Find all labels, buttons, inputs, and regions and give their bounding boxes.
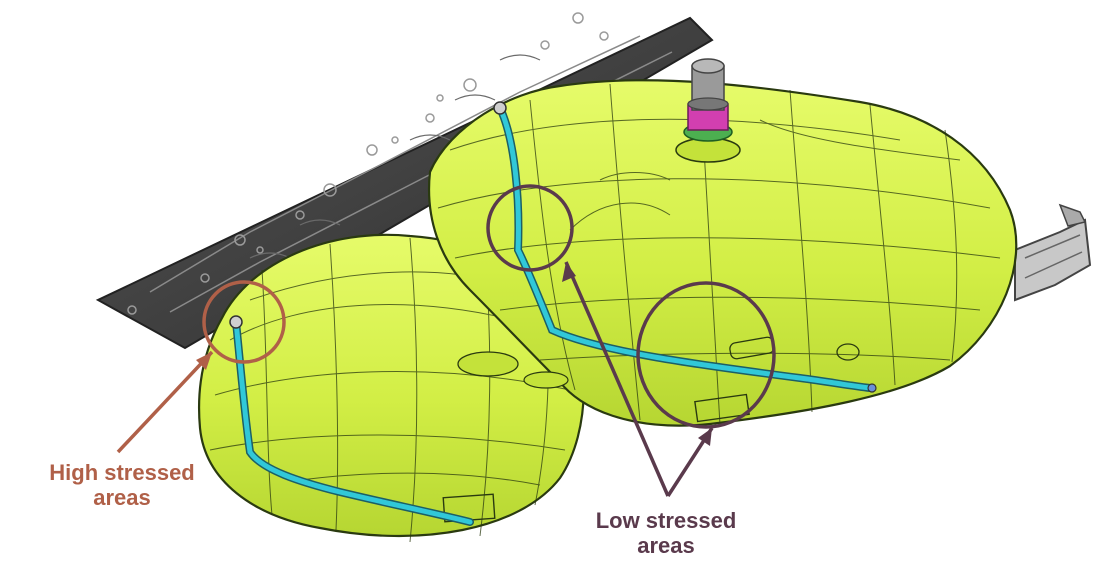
- plate-bolt-holes: [127, 12, 609, 315]
- low-stress-circle-upper: [486, 184, 574, 272]
- low-stressed-line1: Low stressed: [595, 508, 737, 533]
- high-stressed-areas-label: High stressed areas: [22, 460, 222, 510]
- high-stressed-line2: areas: [93, 485, 151, 510]
- high-stress-callout: [116, 280, 286, 454]
- high-stress-circle: [202, 280, 286, 364]
- low-stressed-areas-label: Low stressed areas: [560, 508, 772, 558]
- retaining-straps: [229, 101, 877, 526]
- high-stress-arrow: [116, 350, 214, 454]
- low-stress-circle-lower: [636, 281, 776, 429]
- right-bracket: [1014, 203, 1092, 302]
- low-stressed-line2: areas: [637, 533, 695, 558]
- high-stressed-line1: High stressed: [49, 460, 195, 485]
- filler-neck: [675, 58, 741, 163]
- low-stress-arrow-upper: [564, 261, 670, 497]
- low-stress-callout: [486, 184, 776, 497]
